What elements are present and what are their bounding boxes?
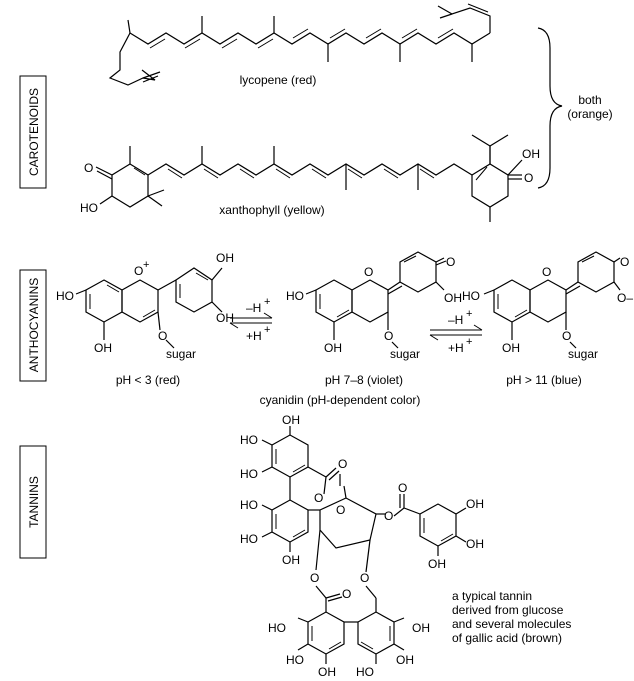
atom-o: O <box>620 255 629 269</box>
tannin-caption: a typical tannin derived from glucose an… <box>452 589 571 645</box>
atom-ho: HO <box>240 498 258 512</box>
atom-o: O <box>364 265 373 279</box>
atom-ho: HO <box>240 532 258 546</box>
atom-oh: OH <box>324 341 342 355</box>
atom-oh: OH <box>282 413 300 427</box>
atom-ho: HO <box>240 467 258 481</box>
atom-ho: HO <box>356 665 374 679</box>
atom-o: O <box>524 171 533 185</box>
cyanidin-red-structure: O + OH OH HO OH O sugar pH < 3 (red) <box>56 251 234 387</box>
atom-o: O <box>310 571 319 585</box>
carotenoids-label-box: CAROTENOIDS <box>19 75 47 189</box>
atom-o: O <box>336 503 345 517</box>
arrow2-top-label: –H <box>448 313 463 327</box>
atom-oh: OH <box>318 665 336 679</box>
atom-oh: OH <box>216 311 234 325</box>
anthocyanins-label: ANTHOCYANINS <box>27 278 41 372</box>
atom-oh: OH <box>94 341 112 355</box>
both-label: both <box>578 93 601 107</box>
atom-o: O <box>338 457 347 471</box>
atom-ho: HO <box>240 433 258 447</box>
atom-o: O <box>360 571 369 585</box>
atom-o: O <box>314 491 323 505</box>
lycopene-caption: lycopene (red) <box>240 73 317 87</box>
atom-o-plus: O <box>134 264 143 278</box>
ph-blue-label: pH > 11 (blue) <box>506 373 582 387</box>
cyanidin-violet-structure: O O OH HO OH O sugar pH 7–8 (violet) <box>286 251 462 387</box>
both-orange-label: (orange) <box>567 107 612 121</box>
tannin-structure: OH HO HO O O HO HO OH O O O O O <box>240 413 484 679</box>
both-brace: both (orange) <box>537 27 613 189</box>
tannin-caption-line3: and several molecules <box>452 617 571 631</box>
arrow1-top-label: –H <box>246 301 261 315</box>
atom-o: O <box>446 255 455 269</box>
sugar-label: sugar <box>166 347 196 361</box>
atom-oh: OH <box>428 557 446 571</box>
atom-ho: HO <box>286 289 304 303</box>
sugar-label: sugar <box>568 347 598 361</box>
ph-red-label: pH < 3 (red) <box>116 373 180 387</box>
atom-oh: OH <box>502 341 520 355</box>
atom-o: O <box>384 509 393 523</box>
tannins-label-box: TANNINS <box>19 445 47 559</box>
tannin-caption-line4: of gallic acid (brown) <box>452 631 562 645</box>
arrow2-top-plus: + <box>466 308 472 320</box>
atom-ho: HO <box>462 289 480 303</box>
atom-oh: OH <box>444 291 462 305</box>
equilibrium-arrow-2: –H + +H + <box>429 308 483 355</box>
atom-o: O <box>542 265 551 279</box>
ph-violet-label: pH 7–8 (violet) <box>325 373 403 387</box>
atom-oh: OH <box>522 147 540 161</box>
anthocyanins-label-box: ANTHOCYANINS <box>19 269 47 382</box>
tannin-caption-line1: a typical tannin <box>452 589 532 603</box>
arrow1-bottom-label: +H <box>246 329 262 343</box>
xanthophyll-caption: xanthophyll (yellow) <box>219 203 324 217</box>
equilibrium-arrow-1: –H + +H + <box>229 296 273 343</box>
sugar-label: sugar <box>390 347 420 361</box>
cyanidin-caption: cyanidin (pH-dependent color) <box>260 393 421 407</box>
arrow1-top-plus: + <box>264 296 270 308</box>
carotenoids-label: CAROTENOIDS <box>27 88 41 176</box>
tannin-caption-line2: derived from glucose <box>452 603 564 617</box>
atom-ho: HO <box>56 289 74 303</box>
tannins-label: TANNINS <box>27 476 41 528</box>
atom-ho: HO <box>286 653 304 667</box>
atom-oh: OH <box>466 537 484 551</box>
cyanidin-blue-structure: O O O– HO OH O sugar pH > 11 (blue) <box>462 251 633 387</box>
atom-oh: OH <box>282 553 300 567</box>
arrow2-bottom-plus: + <box>466 336 472 348</box>
atom-oh: OH <box>396 653 414 667</box>
atom-o: O <box>398 481 407 495</box>
atom-o: O <box>84 161 93 175</box>
atom-ho: HO <box>80 201 98 215</box>
arrow2-bottom-label: +H <box>448 341 464 355</box>
atom-oh: OH <box>466 497 484 511</box>
arrow1-bottom-plus: + <box>264 324 270 336</box>
atom-oh: OH <box>412 621 430 635</box>
atom-oh: OH <box>216 251 234 265</box>
atom-o-minus: O– <box>617 291 633 305</box>
lycopene-structure: lycopene (red) <box>108 3 491 87</box>
atom-o: O <box>384 329 393 343</box>
atom-ho: HO <box>268 621 286 635</box>
atom-o: O <box>562 329 571 343</box>
atom-o: O <box>158 329 167 343</box>
charge-plus: + <box>143 259 149 271</box>
xanthophyll-structure: O HO OH O xanthophyll (yellow) <box>80 134 540 222</box>
atom-o: O <box>342 587 351 601</box>
